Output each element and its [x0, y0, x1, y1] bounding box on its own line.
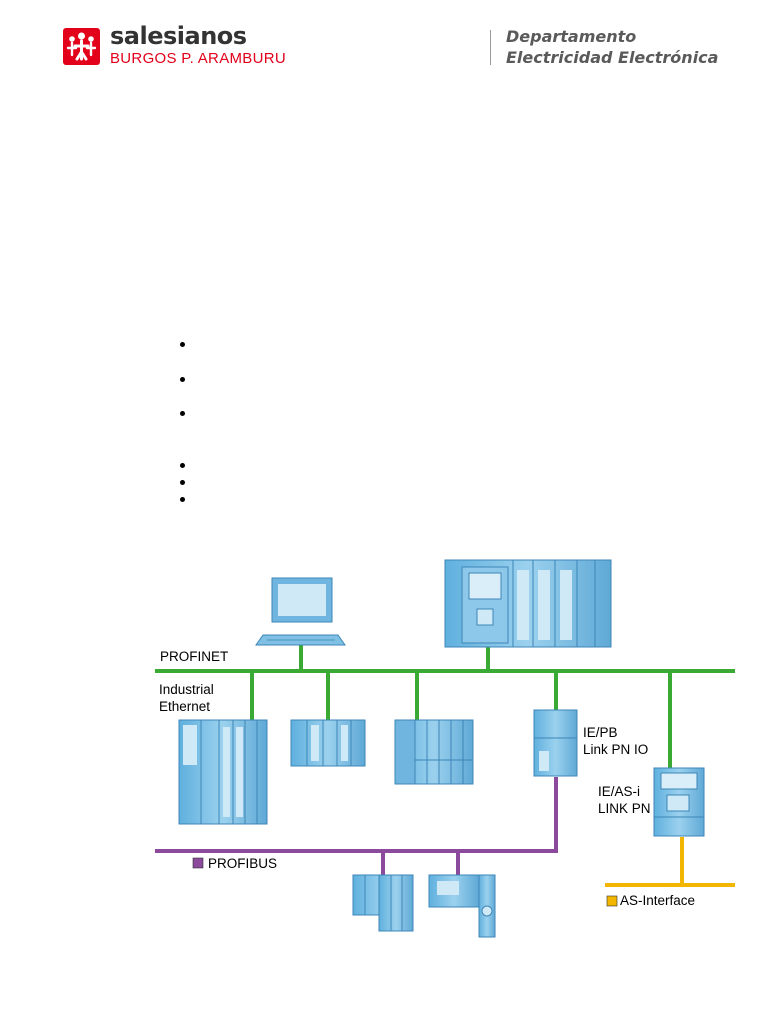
- s7-400-rack-icon: [178, 719, 268, 825]
- label-iepb: IE/PB: [583, 725, 618, 740]
- label-profinet: PROFINET: [160, 649, 228, 664]
- brand-subtitle: BURGOS P. ARAMBURU: [110, 50, 286, 67]
- department-name: Electricidad Electrónica: [506, 48, 719, 67]
- logo-figures-icon: [66, 32, 97, 61]
- label-asinterface: AS-Interface: [620, 893, 695, 908]
- s7-300-station-icon: [290, 719, 366, 767]
- et200-io-station-icon: [394, 719, 474, 785]
- label-industrial: Industrial: [159, 682, 214, 697]
- ieasi-link-icon: [653, 767, 705, 837]
- bullet-point: [180, 411, 185, 416]
- s7-1500-controller-icon: [444, 559, 612, 648]
- bullet-point: [180, 463, 185, 468]
- label-ethernet: Ethernet: [159, 699, 210, 714]
- brand-name: salesianos: [110, 22, 247, 50]
- asi-legend-swatch: [606, 895, 618, 907]
- department-title: Departamento: [506, 27, 637, 46]
- profibus-drive-module-icon: [428, 874, 496, 938]
- profibus-io-module-icon: [352, 874, 414, 932]
- salesianos-logo: [63, 28, 100, 65]
- iepb-link-icon: [533, 709, 578, 777]
- label-iepb-link: Link PN IO: [583, 742, 648, 757]
- bullet-point: [180, 480, 185, 485]
- bullet-point: [180, 497, 185, 502]
- network-diagram: PROFINET Industrial Ethernet IE/PB Link …: [155, 559, 735, 938]
- bullet-point: [180, 377, 185, 382]
- pc-computer-icon: [255, 577, 346, 646]
- bullet-point: [180, 342, 185, 347]
- header-divider: [490, 30, 491, 65]
- label-ieasi: IE/AS-i: [598, 784, 640, 799]
- label-ieasi-link: LINK PN IO: [598, 801, 669, 816]
- profibus-legend-swatch: [192, 857, 204, 869]
- label-profibus: PROFIBUS: [208, 856, 277, 871]
